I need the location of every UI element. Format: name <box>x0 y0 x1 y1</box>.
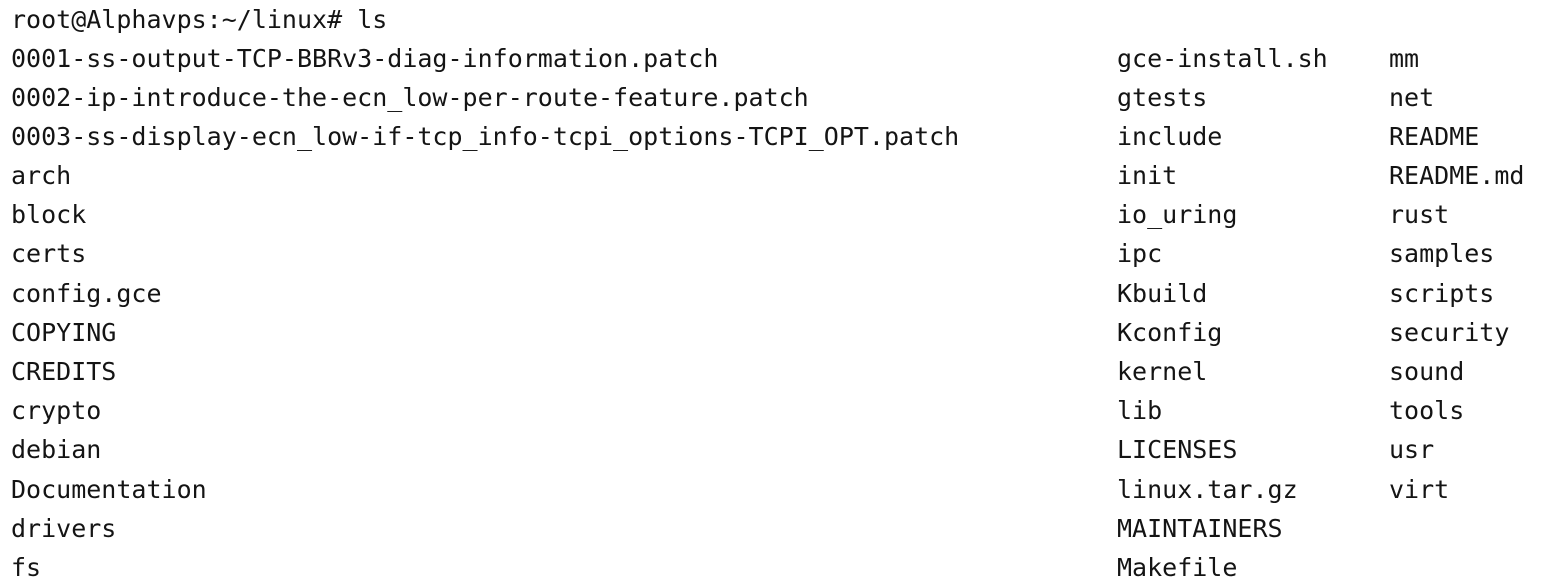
ls-entry: 0002-ip-introduce-the-ecn_low-per-route-… <box>11 78 959 117</box>
command-line: root@Alphavps:~/linux# ls <box>11 0 387 39</box>
ls-entry: samples <box>1389 234 1524 273</box>
ls-entry: sound <box>1389 352 1524 391</box>
ls-entry: io_uring <box>1117 195 1328 234</box>
ls-entry: LICENSES <box>1117 430 1328 469</box>
ls-entry: rust <box>1389 195 1524 234</box>
ls-entry: crypto <box>11 391 959 430</box>
ls-entry: Documentation <box>11 470 959 509</box>
ls-entry: kernel <box>1117 352 1328 391</box>
ls-entry: COPYING <box>11 313 959 352</box>
ls-entry: CREDITS <box>11 352 959 391</box>
ls-entry: 0001-ss-output-TCP-BBRv3-diag-informatio… <box>11 39 959 78</box>
ls-entry: tools <box>1389 391 1524 430</box>
ls-entry: gtests <box>1117 78 1328 117</box>
ls-entry: init <box>1117 156 1328 195</box>
ls-entry: linux.tar.gz <box>1117 470 1328 509</box>
ls-entry: arch <box>11 156 959 195</box>
ls-entry: virt <box>1389 470 1524 509</box>
typed-command: ls <box>357 5 387 34</box>
ls-entry: MAINTAINERS <box>1117 509 1328 548</box>
ls-entry: drivers <box>11 509 959 548</box>
ls-entry: README.md <box>1389 156 1524 195</box>
ls-entry: certs <box>11 234 959 273</box>
ls-entry: debian <box>11 430 959 469</box>
ls-entry: net <box>1389 78 1524 117</box>
ls-output-column-1: 0001-ss-output-TCP-BBRv3-diag-informatio… <box>11 39 959 587</box>
ls-entry: README <box>1389 117 1524 156</box>
ls-entry: block <box>11 195 959 234</box>
ls-entry: fs <box>11 548 959 587</box>
shell-prompt: root@Alphavps:~/linux# <box>11 5 357 34</box>
ls-entry: include <box>1117 117 1328 156</box>
ls-entry: scripts <box>1389 274 1524 313</box>
ls-entry: gce-install.sh <box>1117 39 1328 78</box>
ls-entry: mm <box>1389 39 1524 78</box>
ls-entry: security <box>1389 313 1524 352</box>
ls-entry: Makefile <box>1117 548 1328 587</box>
ls-entry: usr <box>1389 430 1524 469</box>
ls-entry: 0003-ss-display-ecn_low-if-tcp_info-tcpi… <box>11 117 959 156</box>
ls-entry: lib <box>1117 391 1328 430</box>
ls-entry: Kconfig <box>1117 313 1328 352</box>
ls-entry: Kbuild <box>1117 274 1328 313</box>
ls-entry: ipc <box>1117 234 1328 273</box>
ls-entry: config.gce <box>11 274 959 313</box>
